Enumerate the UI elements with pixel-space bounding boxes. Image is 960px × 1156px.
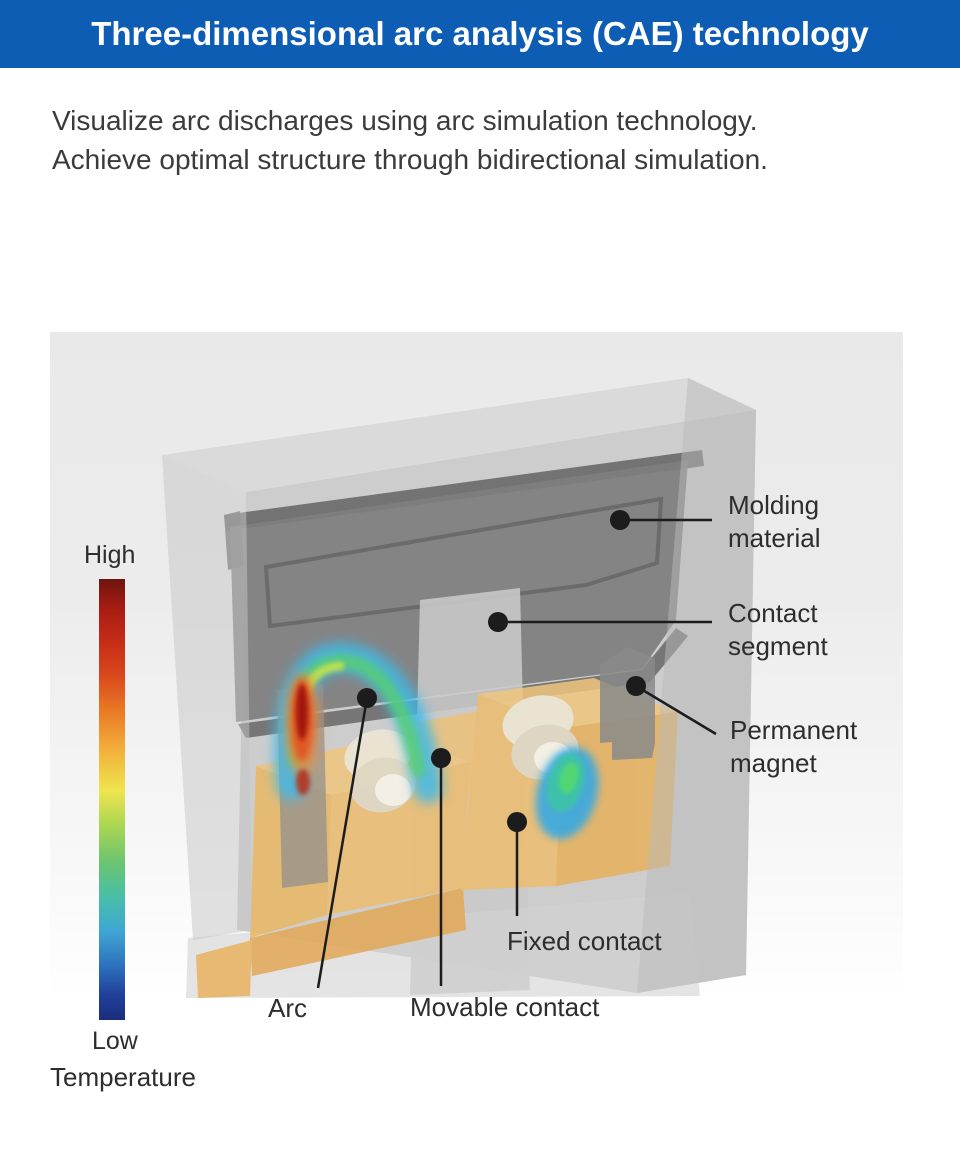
arc-leader-line xyxy=(316,697,369,989)
label-movable-contact: Movable contact xyxy=(410,991,599,1024)
permanent-magnet-shape xyxy=(600,647,655,760)
fixed-leader-dot xyxy=(507,812,527,832)
header-bar: Three-dimensional arc analysis (CAE) tec… xyxy=(0,0,960,68)
magnet-leader-dot xyxy=(626,676,646,696)
label-molding-material: Molding material xyxy=(728,489,820,555)
arc-plasma xyxy=(274,641,443,803)
label-magnet-line2: magnet xyxy=(730,748,817,778)
page-title: Three-dimensional arc analysis (CAE) tec… xyxy=(91,15,869,52)
label-permanent-magnet: Permanent magnet xyxy=(730,714,857,780)
movable-leader-dot xyxy=(431,748,451,768)
magnet-leader-line xyxy=(635,684,717,736)
leader-lines xyxy=(316,518,717,989)
intro-text: Visualize arc discharges using arc simul… xyxy=(52,101,912,179)
housing-floor xyxy=(186,893,700,998)
contact-leader-dot xyxy=(488,612,508,632)
molding-leader-dot xyxy=(610,510,630,530)
intro-line-2: Achieve optimal structure through bidire… xyxy=(52,144,768,175)
label-fixed-contact: Fixed contact xyxy=(507,925,662,958)
colorbar-axis-label: Temperature xyxy=(50,1062,196,1092)
temperature-colorbar xyxy=(99,579,125,1020)
colorbar-high-label: High xyxy=(84,541,136,569)
label-arc-text: Arc xyxy=(268,993,307,1023)
intro-line-1: Visualize arc discharges using arc simul… xyxy=(52,105,758,136)
label-contact-line2: segment xyxy=(728,631,828,661)
leader-dots xyxy=(357,510,646,832)
label-contact-line1: Contact xyxy=(728,598,818,628)
molding-bottom-flange xyxy=(238,628,688,738)
label-fixed-text: Fixed contact xyxy=(507,926,662,956)
label-arc: Arc xyxy=(268,992,307,1025)
arc-leader-dot xyxy=(357,688,377,708)
label-contact-segment: Contact segment xyxy=(728,597,828,663)
colorbar-low-label: Low xyxy=(92,1027,138,1055)
label-molding-line1: Molding xyxy=(728,490,820,520)
housing-right-wall xyxy=(637,378,756,993)
housing-left-wall xyxy=(162,455,252,940)
label-movable-text: Movable contact xyxy=(410,992,600,1022)
label-magnet-line1: Permanent xyxy=(730,715,858,745)
left-contact-cylinder xyxy=(344,729,416,813)
housing-top-face xyxy=(162,378,756,492)
arc-plasma-secondary xyxy=(535,746,599,840)
molding-inner-groove xyxy=(263,496,664,629)
label-molding-line2: material xyxy=(728,523,821,553)
